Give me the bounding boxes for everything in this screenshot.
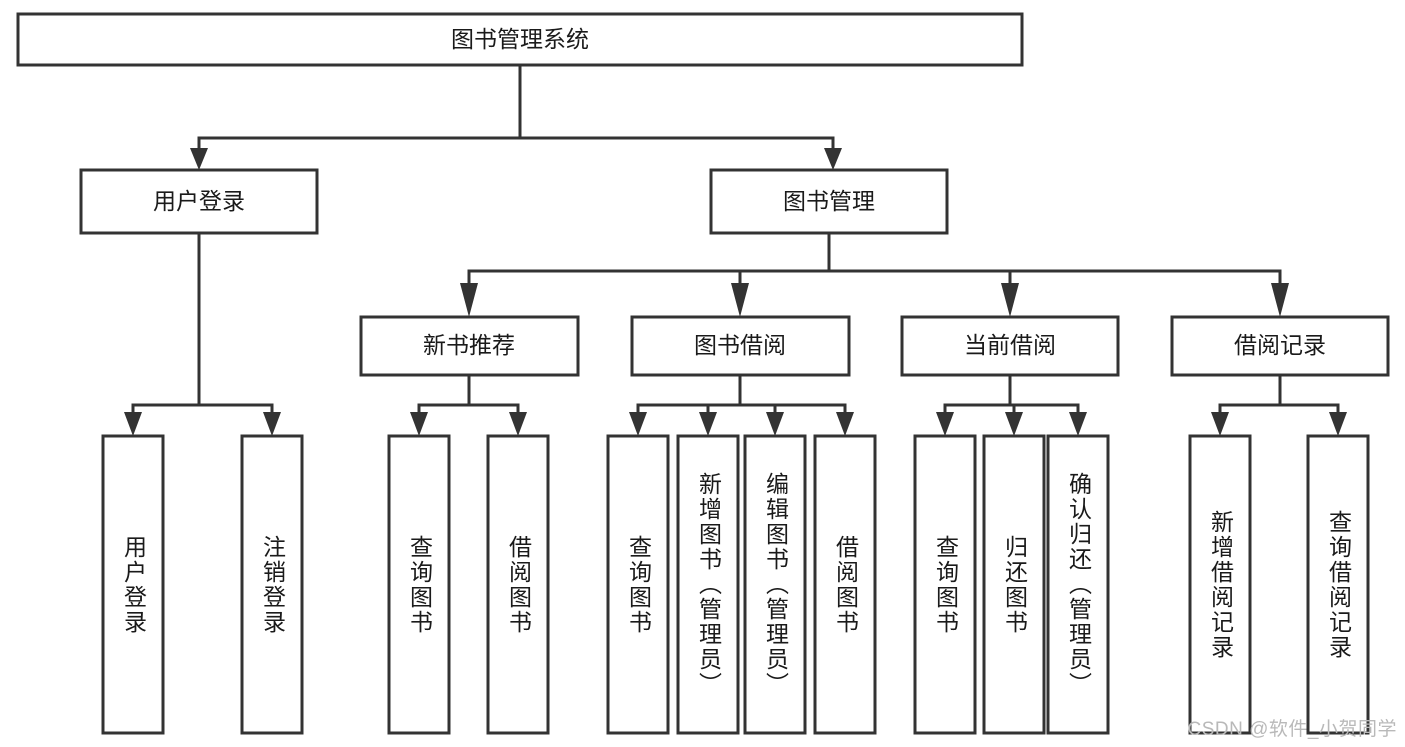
- leaf-box[interactable]: [387, 434, 451, 735]
- node-current-borrow-label: 当前借阅: [964, 332, 1056, 358]
- leaf-box[interactable]: [486, 434, 550, 735]
- connector-book-borrow-to-leaves: [629, 373, 854, 436]
- arrow-down-icon: [936, 412, 954, 436]
- arrow-down-icon: [836, 412, 854, 436]
- arrow-down-icon: [766, 412, 784, 436]
- node-new-book-recommend[interactable]: 新书推荐: [359, 315, 580, 377]
- arrow-down-icon: [1069, 412, 1087, 436]
- node-user-login-box[interactable]: [79, 168, 319, 235]
- node-book-management-label: 图书管理: [783, 188, 875, 214]
- leaf-box[interactable]: [1046, 434, 1110, 735]
- node-borrow-records-label: 借阅记录: [1234, 332, 1326, 358]
- arrow-down-icon: [1211, 412, 1229, 436]
- arrow-down-icon: [263, 412, 281, 436]
- connector-new-book-recommend-to-leaves: [410, 373, 527, 436]
- leaf-box[interactable]: [982, 434, 1046, 735]
- arrow-down-icon: [699, 412, 717, 436]
- node-current-borrow-box[interactable]: [900, 315, 1120, 377]
- node-root-label: 图书管理系统: [451, 26, 589, 52]
- connector-root-to-level2: [190, 63, 842, 170]
- leaf-box[interactable]: [1306, 434, 1370, 735]
- leaf-box[interactable]: [606, 434, 670, 735]
- arrow-down-icon: [731, 283, 749, 317]
- arrow-down-icon: [1001, 283, 1019, 317]
- node-new-book-recommend-label: 新书推荐: [423, 332, 515, 358]
- leaf-boxes-group: [101, 434, 1370, 735]
- arrow-down-icon: [1329, 412, 1347, 436]
- node-book-borrow-label: 图书借阅: [694, 332, 786, 358]
- connector-book-management-to-level3: [460, 231, 1289, 317]
- connector-current-borrow-to-leaves: [936, 373, 1087, 436]
- arrow-down-icon: [1005, 412, 1023, 436]
- leaf-box[interactable]: [743, 434, 807, 735]
- arrow-down-icon: [190, 148, 208, 170]
- leaf-box[interactable]: [813, 434, 877, 735]
- arrow-down-icon: [509, 412, 527, 436]
- connector-borrow-records-to-leaves: [1211, 373, 1347, 436]
- node-book-management[interactable]: 图书管理: [709, 168, 949, 235]
- arrow-down-icon: [824, 148, 842, 170]
- leaf-box[interactable]: [101, 434, 165, 735]
- arrow-down-icon: [410, 412, 428, 436]
- arrow-down-icon: [1271, 283, 1289, 317]
- node-root-box[interactable]: [16, 12, 1024, 67]
- connector-user-login-to-leaves: [124, 231, 281, 436]
- arrow-down-icon: [460, 283, 478, 317]
- node-user-login-label: 用户登录: [153, 188, 245, 214]
- csdn-watermark: CSDN @软件_小贺同学: [1187, 719, 1397, 740]
- leaf-box[interactable]: [913, 434, 977, 735]
- node-user-login[interactable]: 用户登录: [79, 168, 319, 235]
- node-current-borrow[interactable]: 当前借阅: [900, 315, 1120, 377]
- node-new-book-recommend-box[interactable]: [359, 315, 580, 377]
- node-book-borrow[interactable]: 图书借阅: [630, 315, 851, 377]
- node-root[interactable]: 图书管理系统: [16, 12, 1024, 67]
- arrow-down-icon: [629, 412, 647, 436]
- leaf-box[interactable]: [1188, 434, 1252, 735]
- arrow-down-icon: [124, 412, 142, 436]
- leaf-box[interactable]: [676, 434, 740, 735]
- node-borrow-records[interactable]: 借阅记录: [1170, 315, 1390, 377]
- leaf-box[interactable]: [240, 434, 304, 735]
